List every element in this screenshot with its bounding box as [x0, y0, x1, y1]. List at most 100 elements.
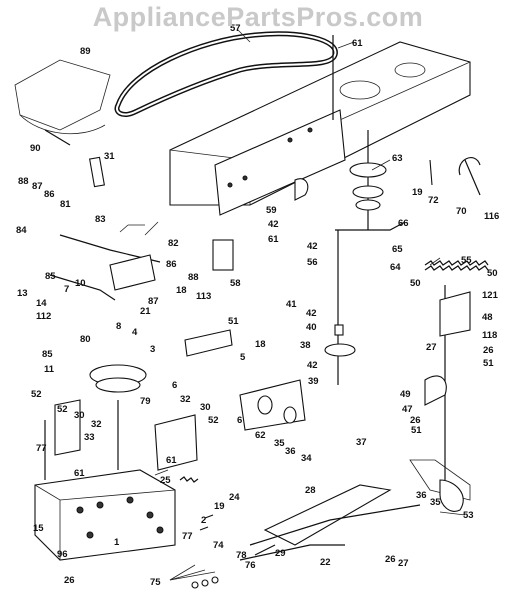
drive-belt [114, 31, 338, 117]
callout-52b: 52 [57, 404, 68, 415]
callout-32b: 32 [91, 419, 102, 430]
callout-30b: 30 [74, 410, 85, 421]
callout-42a: 42 [268, 219, 279, 230]
small-parts [44, 156, 433, 589]
callout-13: 13 [17, 288, 28, 299]
callout-116: 116 [484, 211, 499, 222]
callout-56: 56 [307, 257, 318, 268]
callout-10: 10 [75, 278, 86, 289]
callout-21: 21 [140, 306, 151, 317]
callout-33: 33 [84, 432, 95, 443]
tractor-frame [169, 41, 471, 216]
callout-30a: 30 [200, 402, 211, 413]
callout-80: 80 [80, 334, 91, 345]
callout-86b: 86 [166, 259, 177, 270]
callout-113: 113 [196, 291, 211, 302]
right-linkage [409, 157, 481, 512]
callout-34: 34 [301, 453, 312, 464]
callout-82: 82 [168, 238, 179, 249]
callout-88b: 88 [188, 272, 199, 283]
callout-78: 78 [236, 550, 247, 561]
callout-27b: 27 [398, 558, 409, 569]
callout-2: 2 [201, 515, 206, 526]
callout-65: 65 [392, 244, 403, 255]
callout-26a: 26 [483, 345, 494, 356]
callout-26c: 26 [385, 554, 396, 565]
callout-112: 112 [36, 311, 51, 322]
callout-96: 96 [57, 549, 68, 560]
callout-76: 76 [245, 560, 256, 571]
callout-79: 79 [140, 396, 151, 407]
callout-58: 58 [230, 278, 241, 289]
callout-42b: 42 [307, 241, 318, 252]
callout-49: 49 [400, 389, 411, 400]
callout-53: 53 [463, 510, 474, 521]
callout-50a: 50 [487, 268, 498, 279]
callout-85b: 85 [42, 349, 53, 360]
callout-41: 41 [286, 299, 297, 310]
callout-47: 47 [402, 404, 413, 415]
callout-7: 7 [64, 284, 69, 295]
callout-81: 81 [60, 199, 71, 210]
callout-29: 29 [275, 548, 286, 559]
callout-63: 63 [392, 153, 403, 164]
callout-6a: 6 [172, 380, 177, 391]
callout-37: 37 [356, 437, 367, 448]
callout-55: 55 [461, 255, 472, 266]
leader-lines [119, 29, 466, 581]
callout-52a: 52 [31, 389, 42, 400]
mandrel-shaft [324, 35, 387, 385]
callout-36b: 36 [416, 490, 427, 501]
callout-84: 84 [16, 225, 27, 236]
callout-18b: 18 [255, 339, 266, 350]
callout-32a: 32 [180, 394, 191, 405]
callout-61d: 61 [166, 455, 177, 466]
callout-59: 59 [266, 205, 277, 216]
callout-25: 25 [160, 475, 171, 486]
callout-51a: 51 [228, 316, 239, 327]
tension-spring [424, 260, 489, 271]
callout-28: 28 [305, 485, 316, 496]
callout-22: 22 [320, 557, 331, 568]
callout-72: 72 [428, 195, 439, 206]
callout-118: 118 [482, 330, 497, 341]
callout-51c: 51 [411, 425, 422, 436]
callout-1: 1 [114, 537, 120, 548]
callout-64: 64 [390, 262, 401, 273]
callout-61c: 61 [74, 468, 85, 479]
callout-3: 3 [150, 344, 155, 355]
callout-labels: 57 61 89 90 31 63 19 72 70 116 88 87 86 … [16, 23, 499, 588]
callout-52c: 52 [208, 415, 219, 426]
lower-rods [239, 484, 421, 561]
callout-38: 38 [300, 340, 311, 351]
callout-26b: 26 [410, 415, 421, 426]
callout-42c: 42 [306, 308, 317, 319]
callout-61: 61 [352, 38, 363, 49]
callout-27a: 27 [426, 342, 437, 353]
callout-5: 5 [240, 352, 246, 363]
callout-74: 74 [213, 540, 224, 551]
callout-70: 70 [456, 206, 467, 217]
callout-90: 90 [30, 143, 41, 154]
callout-42d: 42 [307, 360, 318, 371]
callout-35b: 35 [430, 497, 441, 508]
callout-39: 39 [308, 376, 319, 387]
callout-87b: 87 [148, 296, 159, 307]
callout-121: 121 [482, 290, 499, 301]
callout-87a: 87 [32, 181, 43, 192]
callout-4: 4 [132, 327, 138, 338]
callout-18a: 18 [176, 285, 187, 296]
callout-40: 40 [306, 322, 317, 333]
callout-51b: 51 [483, 358, 494, 369]
callout-89: 89 [80, 46, 91, 57]
callout-88a: 88 [18, 176, 29, 187]
callout-11: 11 [44, 364, 55, 375]
callout-26d: 26 [64, 575, 75, 586]
callout-77b: 77 [182, 531, 193, 542]
callout-48: 48 [482, 312, 493, 323]
callout-19a: 19 [412, 187, 423, 198]
callout-75: 75 [150, 577, 161, 588]
callout-50b: 50 [410, 278, 421, 289]
